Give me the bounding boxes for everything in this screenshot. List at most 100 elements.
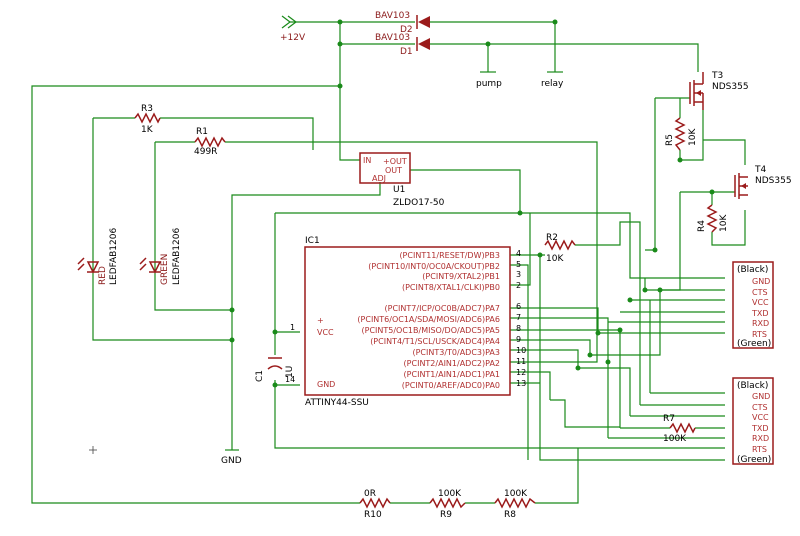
u1-pin-in: IN bbox=[363, 156, 371, 165]
transistor-t3: T3 NDS355 bbox=[689, 71, 749, 110]
connector-pin: VCC bbox=[752, 413, 769, 422]
ic1-pin-name: (PCINT7/ICP/OC0B/ADC7)PA7 bbox=[385, 304, 500, 313]
ic1-gnd-num: 14 bbox=[285, 375, 295, 384]
ic1-pin-num: 10 bbox=[516, 346, 526, 355]
led-red: RED LEDFAB1206 bbox=[77, 228, 119, 285]
led-red-color: RED bbox=[98, 266, 108, 285]
r2-value: 10K bbox=[546, 254, 564, 264]
connector-pin: RXD bbox=[752, 319, 769, 328]
r5-ref: R5 bbox=[665, 134, 675, 146]
resistor-r9: 100K R9 bbox=[429, 489, 466, 520]
t4-ref: T4 bbox=[754, 165, 766, 175]
connector-bottom-label: (Green) bbox=[737, 455, 771, 465]
t3-part: NDS355 bbox=[712, 82, 749, 92]
resistor-r7: R7 100K bbox=[663, 414, 696, 444]
ic1-pin-num: 5 bbox=[516, 260, 521, 269]
ic1-pin-num: 12 bbox=[516, 368, 526, 377]
regulator-u1: IN +OUT OUT ADJ U1 ZLDO17-50 bbox=[359, 152, 445, 208]
t3-ref: T3 bbox=[711, 71, 723, 81]
r4-ref: R4 bbox=[697, 220, 707, 232]
resistor-r1: R1 499R bbox=[194, 127, 226, 157]
u1-part: ZLDO17-50 bbox=[393, 198, 445, 208]
supply-label: +12V bbox=[280, 33, 306, 43]
diode-d2-ref: D2 bbox=[400, 25, 413, 35]
led-green: GREEN LEDFAB1206 bbox=[139, 228, 182, 285]
diode-d2: BAV103 D2 bbox=[375, 11, 430, 35]
ic1-pin-name: (PCINT1/AIN1/ADC1)PA1 bbox=[404, 370, 500, 379]
u1-pin-out: OUT bbox=[385, 166, 402, 175]
ic1-pin-name: (PCINT10/INT0/OC0A/CKOUT)PB2 bbox=[368, 262, 500, 271]
relay-terminal: relay bbox=[541, 71, 564, 89]
ic1-pin-num: 9 bbox=[516, 335, 521, 344]
ic1-pin-name: (PCINT11/RESET/DW)PB3 bbox=[399, 251, 500, 260]
r10-value: 0R bbox=[364, 489, 376, 499]
diode-d2-part: BAV103 bbox=[375, 11, 410, 21]
cursor-crosshair-icon bbox=[89, 446, 97, 454]
diode-d1-part: BAV103 bbox=[375, 33, 410, 43]
ic1-pin-labels: (PCINT11/RESET/DW)PB3 (PCINT10/INT0/OC0A… bbox=[357, 251, 500, 390]
ic1-pin-name: (PCINT9/XTAL2)PB1 bbox=[422, 272, 500, 281]
connector-bottom-label: (Green) bbox=[737, 339, 771, 349]
junctions bbox=[229, 19, 715, 388]
ic1-pin-num: 3 bbox=[516, 270, 521, 279]
led-green-color: GREEN bbox=[160, 254, 170, 285]
r3-value: 1K bbox=[141, 125, 154, 135]
ic1-pin-num: 11 bbox=[516, 357, 526, 366]
resistor-r2: R2 10K bbox=[544, 233, 576, 264]
ic1-pin-name: (PCINT4/T1/SCL/USCK/ADC4)PA4 bbox=[370, 337, 500, 346]
ic1-part: ATTINY44-SSU bbox=[305, 398, 369, 408]
ic1-pin-name: (PCINT2/AIN1/ADC2)PA2 bbox=[404, 359, 500, 368]
r9-ref: R9 bbox=[440, 510, 452, 520]
ic1-pin-num: 4 bbox=[516, 249, 521, 258]
ic1-pin-num: 13 bbox=[516, 379, 526, 388]
t4-part: NDS355 bbox=[755, 176, 792, 186]
ic1-pin-num: 2 bbox=[516, 281, 521, 290]
connector-top-label: (Black) bbox=[737, 265, 768, 275]
c1-ref: C1 bbox=[255, 370, 265, 382]
u1-pin-adj: ADJ bbox=[372, 174, 386, 183]
resistor-r5: R5 10K bbox=[665, 117, 698, 151]
r10-ref: R10 bbox=[364, 510, 382, 520]
connector-pin: VCC bbox=[752, 298, 769, 307]
r7-ref: R7 bbox=[663, 414, 675, 424]
supply-12v: +12V bbox=[280, 15, 306, 43]
pump-terminal: pump bbox=[476, 71, 502, 89]
r7-value: 100K bbox=[663, 434, 687, 444]
ic1-vcc-num: 1 bbox=[290, 323, 295, 332]
ground-label: GND bbox=[221, 456, 242, 466]
capacitor-c1: C1 1U bbox=[255, 357, 295, 382]
resistor-r4: R4 10K bbox=[697, 204, 729, 233]
connector-pin: CTS bbox=[752, 403, 768, 412]
led-green-part: LEDFAB1206 bbox=[172, 228, 182, 285]
connector-pin: GND bbox=[752, 392, 770, 401]
led-red-part: LEDFAB1206 bbox=[109, 228, 119, 285]
ic1-gnd: GND bbox=[317, 380, 335, 389]
ic1-pin-num: 8 bbox=[516, 324, 521, 333]
ic1-pin-name: (PCINT8/XTAL1/CLKI)PB0 bbox=[402, 283, 500, 292]
resistor-r3: R3 1K bbox=[134, 104, 161, 135]
r2-ref: R2 bbox=[546, 233, 558, 243]
connector-pin: TXD bbox=[751, 424, 769, 433]
transistor-t4: T4 NDS355 bbox=[734, 165, 792, 199]
ic1-pin-numbers: 4 5 3 2 6 7 8 9 10 11 12 13 bbox=[516, 249, 526, 388]
resistor-r8: 100K R8 bbox=[494, 489, 536, 520]
pump-label: pump bbox=[476, 79, 502, 89]
connector-pin: RTS bbox=[752, 445, 767, 454]
ic1-vcc: VCC bbox=[317, 328, 334, 337]
r9-value: 100K bbox=[438, 489, 462, 499]
r4-value: 10K bbox=[719, 214, 729, 232]
r5-value: 10K bbox=[688, 128, 698, 146]
ic1-pin-name: (PCINT5/OC1B/MISO/DO/ADC5)PA5 bbox=[362, 326, 501, 335]
c1-value: 1U bbox=[285, 366, 295, 378]
resistor-r10: 0R R10 bbox=[359, 489, 391, 520]
ic1-plus: + bbox=[317, 316, 324, 325]
connector-pin: TXD bbox=[751, 309, 769, 318]
ic1-pin-num: 6 bbox=[516, 302, 521, 311]
u1-ref: U1 bbox=[393, 185, 405, 195]
connector-pin: CTS bbox=[752, 288, 768, 297]
r3-ref: R3 bbox=[141, 104, 153, 114]
ground-symbol: GND bbox=[221, 449, 242, 466]
ic1-pin-name: (PCINT3/T0/ADC3)PA3 bbox=[412, 348, 500, 357]
connector-pin: GND bbox=[752, 277, 770, 286]
diode-d1-ref: D1 bbox=[400, 47, 413, 57]
